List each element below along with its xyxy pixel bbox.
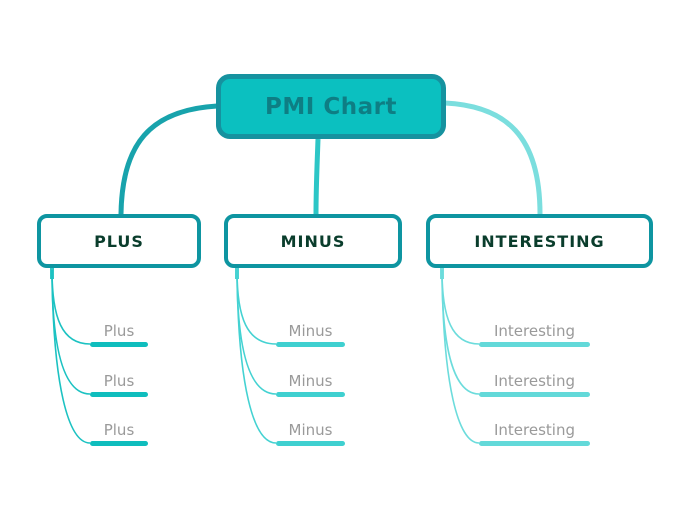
connector-root-to-minus <box>313 138 321 215</box>
curve-plus-child-3 <box>51 269 91 444</box>
child-label: Plus <box>103 372 135 390</box>
child-underline <box>276 441 345 446</box>
child-item-minus-1[interactable]: Minus <box>276 320 345 347</box>
branch-node-interesting[interactable]: INTERESTING <box>426 214 653 268</box>
curve-plus-child-1 <box>51 269 91 345</box>
connector-root-to-plus <box>118 103 218 215</box>
branch-node-plus-label: PLUS <box>94 231 144 251</box>
branch-node-minus-label: MINUS <box>280 231 346 251</box>
child-label: Interesting <box>494 421 575 439</box>
child-underline <box>479 392 590 397</box>
child-item-interesting-1[interactable]: Interesting <box>479 320 590 347</box>
branch-node-minus[interactable]: MINUS <box>224 214 402 268</box>
child-item-plus-3[interactable]: Plus <box>90 419 148 446</box>
child-item-minus-2[interactable]: Minus <box>276 370 345 397</box>
child-label: Minus <box>288 421 333 439</box>
child-underline <box>90 342 148 347</box>
child-label: Plus <box>103 421 135 439</box>
child-label: Minus <box>288 322 333 340</box>
curve-minus-child-3 <box>236 269 277 444</box>
curve-plus-child-2 <box>51 269 91 395</box>
curve-interesting-child-1 <box>441 269 480 345</box>
child-item-interesting-3[interactable]: Interesting <box>479 419 590 446</box>
child-item-minus-3[interactable]: Minus <box>276 419 345 446</box>
curve-interesting-child-3 <box>441 269 480 444</box>
child-underline <box>276 392 345 397</box>
branch-node-interesting-label: INTERESTING <box>474 231 605 251</box>
branch-node-plus[interactable]: PLUS <box>37 214 201 268</box>
connector-root-to-interesting <box>444 100 543 215</box>
child-underline <box>479 342 590 347</box>
child-label: Interesting <box>494 322 575 340</box>
child-item-interesting-2[interactable]: Interesting <box>479 370 590 397</box>
child-underline <box>479 441 590 446</box>
child-underline <box>90 441 148 446</box>
child-label: Minus <box>288 372 333 390</box>
child-item-plus-1[interactable]: Plus <box>90 320 148 347</box>
child-item-plus-2[interactable]: Plus <box>90 370 148 397</box>
curve-minus-child-1 <box>236 269 277 345</box>
child-underline <box>90 392 148 397</box>
child-underline <box>276 342 345 347</box>
root-node[interactable]: PMI Chart <box>216 74 446 139</box>
curve-interesting-child-2 <box>441 269 480 395</box>
child-label: Interesting <box>494 372 575 390</box>
root-node-label: PMI Chart <box>265 93 397 120</box>
child-label: Plus <box>103 322 135 340</box>
curve-minus-child-2 <box>236 269 277 395</box>
